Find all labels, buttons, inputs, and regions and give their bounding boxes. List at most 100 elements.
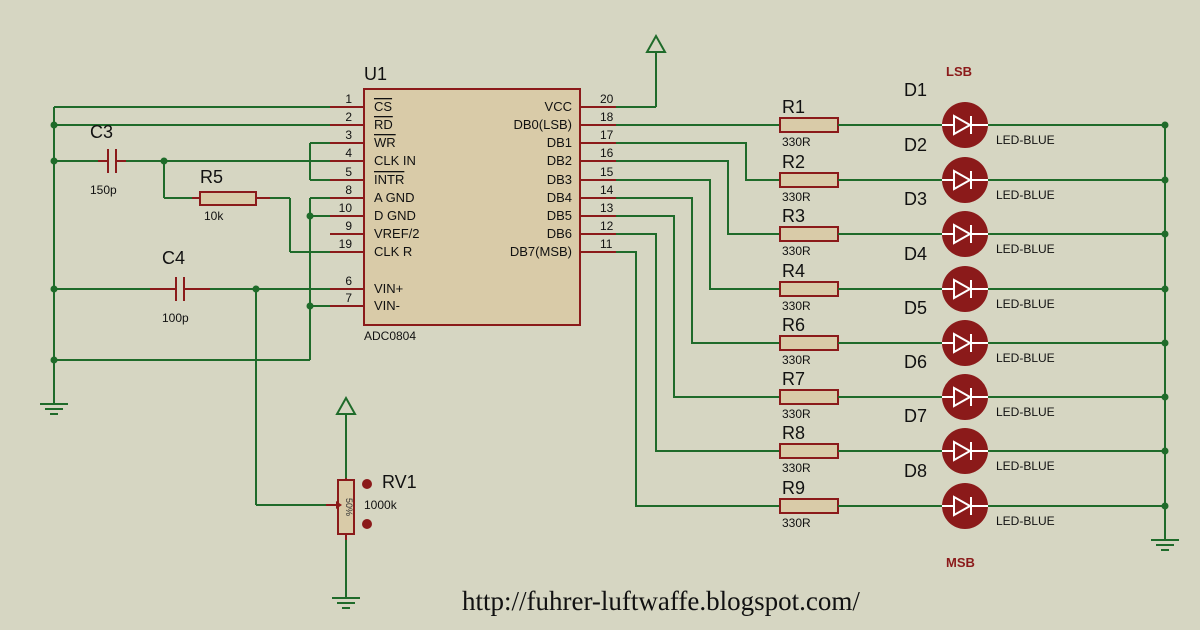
- ic-pin-name: DB3: [547, 172, 572, 187]
- led-ref: D4: [904, 244, 927, 264]
- resistor-body: [779, 443, 839, 459]
- ic-pin-number: 15: [600, 165, 614, 179]
- c3-value: 150p: [90, 183, 117, 197]
- resistor-ref: R1: [782, 97, 805, 117]
- ic-pin-name: WR: [374, 135, 396, 150]
- wire: [616, 179, 780, 290]
- resistor-value: 330R: [782, 299, 811, 313]
- ic-pin-name: D GND: [374, 208, 416, 223]
- ic-right-pins: 20VCC18DB0(LSB)17DB116DB215DB314DB413DB5…: [510, 92, 616, 259]
- led-ref: D1: [904, 80, 927, 100]
- ic-pin-number: 17: [600, 128, 614, 142]
- resistor-value: 330R: [782, 516, 811, 530]
- capacitor-c4: C4 100p: [150, 248, 210, 325]
- ic-pin-name: VCC: [545, 99, 572, 114]
- right-bus: [1151, 125, 1179, 551]
- led-body: [942, 157, 988, 203]
- c3-ref: C3: [90, 122, 113, 142]
- resistor-ref: R2: [782, 152, 805, 172]
- resistor-ref: R7: [782, 369, 805, 389]
- led-body: [942, 102, 988, 148]
- wire: [616, 142, 780, 181]
- resistor-ref: R8: [782, 423, 805, 443]
- ic-pin-name: DB0(LSB): [513, 117, 572, 132]
- ic-pin-number: 9: [345, 219, 352, 233]
- resistor-value: 330R: [782, 353, 811, 367]
- led-body: [942, 320, 988, 366]
- led-body: [942, 211, 988, 257]
- potentiometer-rv1: 50% RV1 1000k: [326, 395, 417, 609]
- ic-pin-number: 10: [339, 201, 353, 215]
- c4-ref: C4: [162, 248, 185, 268]
- ic-pin-name: VREF/2: [374, 226, 420, 241]
- ic-pin-name: DB5: [547, 208, 572, 223]
- resistor-body: [779, 117, 839, 133]
- ic-pin-number: 7: [345, 291, 352, 305]
- ic-pin-name: A GND: [374, 190, 414, 205]
- ic-ref: U1: [364, 64, 387, 84]
- resistor-ref: R3: [782, 206, 805, 226]
- resistor-ref: R6: [782, 315, 805, 335]
- ic-pin-number: 14: [600, 183, 614, 197]
- led-body: [942, 266, 988, 312]
- ic-pin-number: 18: [600, 110, 614, 124]
- wire: [616, 160, 780, 235]
- ic-pin-number: 8: [345, 183, 352, 197]
- output-row: R4 330R D4 LED-BLUE: [616, 179, 1169, 313]
- led-value: LED-BLUE: [996, 133, 1055, 147]
- led-ref: D2: [904, 135, 927, 155]
- resistor-value: 330R: [782, 244, 811, 258]
- led-ref: D3: [904, 189, 927, 209]
- ic-body: [363, 88, 581, 326]
- ic-pin-name: CS: [374, 99, 392, 114]
- msb-marker: MSB: [946, 555, 975, 570]
- ic-pin-number: 19: [339, 237, 353, 251]
- ic-pin-name: DB7(MSB): [510, 244, 572, 259]
- vcc-power: [616, 33, 667, 108]
- resistor-value: 330R: [782, 461, 811, 475]
- resistor-ref: R4: [782, 261, 805, 281]
- capacitor-c3: C3 150p: [90, 122, 126, 197]
- led-body: [942, 374, 988, 420]
- ic-pin-name: INTR: [374, 172, 404, 187]
- r5-ref: R5: [200, 167, 223, 187]
- wire: [616, 251, 780, 507]
- r5-value: 10k: [204, 209, 224, 223]
- led-body: [942, 428, 988, 474]
- led-value: LED-BLUE: [996, 242, 1055, 256]
- wire: [616, 197, 780, 344]
- wire: [616, 233, 780, 452]
- c4-value: 100p: [162, 311, 189, 325]
- resistor-value: 330R: [782, 135, 811, 149]
- lsb-marker: LSB: [946, 64, 972, 79]
- ic-pin-number: 2: [345, 110, 352, 124]
- rv1-wiper-value: 50%: [344, 498, 354, 516]
- watermark-url: http://fuhrer-luftwaffe.blogspot.com/: [462, 586, 860, 616]
- rv1-ref: RV1: [382, 472, 417, 492]
- ic-pin-name: CLK R: [374, 244, 412, 259]
- resistor-body: [779, 172, 839, 188]
- led-ref: D5: [904, 298, 927, 318]
- led-value: LED-BLUE: [996, 188, 1055, 202]
- probe-dot-icon: [362, 479, 372, 489]
- resistor-r5: R5 10k: [192, 167, 270, 223]
- resistor-body: [779, 226, 839, 242]
- ic-pin-number: 12: [600, 219, 614, 233]
- ic-pin-name: VIN+: [374, 281, 403, 296]
- led-value: LED-BLUE: [996, 459, 1055, 473]
- led-value: LED-BLUE: [996, 351, 1055, 365]
- led-ref: D8: [904, 461, 927, 481]
- wiper-arrow-icon: [336, 501, 342, 509]
- resistor-body: [779, 281, 839, 297]
- ic-pin-number: 11: [600, 237, 613, 251]
- ic-pin-number: 6: [345, 274, 352, 288]
- power-arrow-icon: [335, 395, 357, 415]
- left-wiring: [50, 106, 330, 506]
- ic-pin-name: DB4: [547, 190, 572, 205]
- ic-pin-number: 20: [600, 92, 614, 106]
